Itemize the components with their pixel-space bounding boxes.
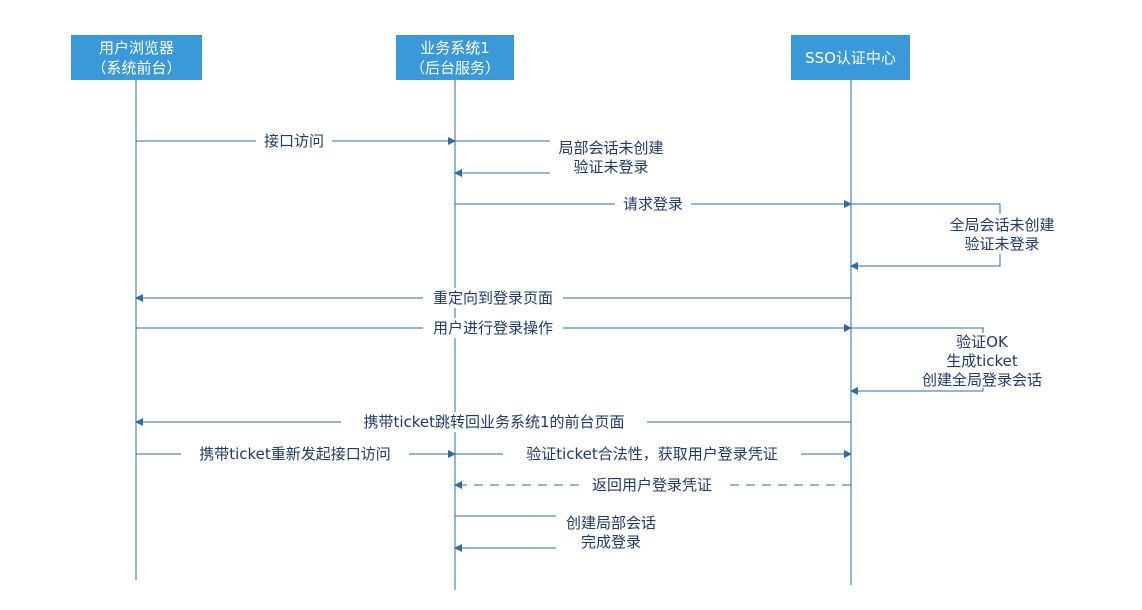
label-user-login-action: 用户进行登录操作 bbox=[433, 319, 553, 337]
label-create-global-session: 创建全局登录会话 bbox=[922, 371, 1042, 389]
actor-user-browser: 用户浏览器 （系统前台） bbox=[71, 35, 202, 80]
actor-sso-center-line-1: SSO认证中心 bbox=[805, 48, 896, 67]
label-generate-ticket: 生成ticket bbox=[946, 352, 1018, 370]
label-verify-not-logged-in-1: 验证未登录 bbox=[573, 158, 648, 176]
actor-business-system-line-1: 业务系统1 bbox=[420, 38, 490, 57]
label-create-local-session: 创建局部会话 bbox=[566, 514, 656, 532]
label-return-credential: 返回用户登录凭证 bbox=[592, 476, 712, 494]
label-verify-ok: 验证OK bbox=[956, 333, 1009, 351]
actor-sso-center: SSO认证中心 bbox=[791, 35, 910, 80]
label-bg-local-session-check bbox=[550, 138, 672, 178]
label-bg-global-session-check bbox=[940, 214, 1064, 254]
label-redirect-with-ticket: 携带ticket跳转回业务系统1的前台页面 bbox=[363, 413, 624, 431]
label-complete-login: 完成登录 bbox=[581, 533, 641, 551]
label-redirect-login-page: 重定向到登录页面 bbox=[433, 289, 553, 307]
label-bg-create-local-session bbox=[556, 512, 666, 552]
label-validate-ticket: 验证ticket合法性，获取用户登录凭证 bbox=[526, 445, 778, 463]
label-local-session-not-created: 局部会话未创建 bbox=[558, 139, 663, 157]
label-global-session-not-created: 全局会话未创建 bbox=[949, 216, 1054, 234]
label-bg-reinitiate-api-access bbox=[181, 444, 409, 464]
label-verify-not-logged-in-2: 验证未登录 bbox=[964, 235, 1039, 253]
label-bg-verify-ok bbox=[912, 333, 1052, 388]
actor-user-browser-line-1: 用户浏览器 bbox=[98, 38, 174, 57]
actor-business-system: 业务系统1 （后台服务） bbox=[396, 35, 514, 80]
label-reinitiate-api-access: 携带ticket重新发起接口访问 bbox=[199, 445, 391, 463]
arrow-create-local-session bbox=[454, 515, 574, 552]
label-bg-return-credential bbox=[580, 475, 724, 495]
actor-business-system-line-2: （后台服务） bbox=[409, 58, 500, 77]
label-bg-redirect-login-page bbox=[423, 288, 563, 308]
label-request-login: 请求登录 bbox=[623, 195, 683, 213]
actor-user-browser-line-2: （系统前台） bbox=[91, 58, 182, 77]
label-bg-validate-ticket bbox=[503, 444, 801, 464]
label-api-access: 接口访问 bbox=[264, 132, 324, 150]
label-bg-request-login bbox=[615, 194, 691, 214]
label-bg-redirect-with-ticket bbox=[341, 412, 647, 432]
label-bg-api-access bbox=[256, 131, 332, 151]
label-bg-user-login-action bbox=[423, 318, 563, 338]
